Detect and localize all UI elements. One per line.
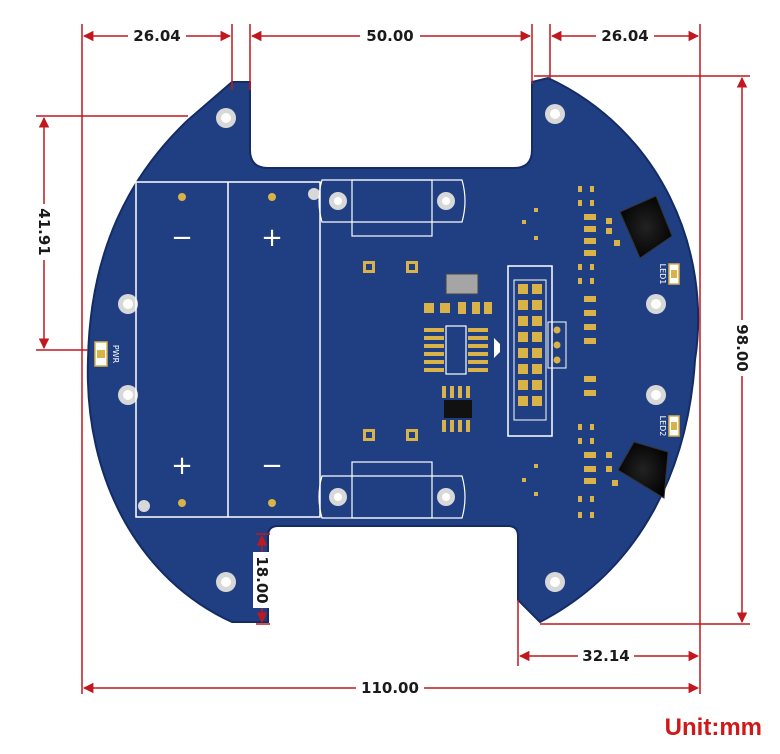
mounting-holes <box>118 104 666 592</box>
dimension-labels: 26.04 50.00 26.04 41.91 98.00 18.00 32.1… <box>35 27 751 697</box>
unit-label: Unit:mm <box>665 714 762 741</box>
led2: LED2 <box>658 415 680 437</box>
battery-holder: − + + − <box>135 181 321 518</box>
ir-sensor-bottom <box>606 441 669 499</box>
mounting-hole <box>216 108 236 128</box>
dim-left-height: 41.91 <box>35 208 53 255</box>
led2-label: LED2 <box>658 416 667 437</box>
motor-connector-bottom <box>318 461 466 519</box>
mounting-hole <box>646 294 666 314</box>
mounting-hole <box>118 385 138 405</box>
dim-right-height: 98.00 <box>733 324 751 371</box>
dim-bottom-slot: 18.00 <box>253 556 271 603</box>
led1: LED1 <box>658 263 680 285</box>
dim-bottom-right: 32.14 <box>582 647 629 665</box>
pin-header <box>507 265 567 437</box>
battery-minus-top: − <box>171 223 193 253</box>
mounting-hole <box>437 192 455 210</box>
pwr-label: PWR <box>111 345 120 364</box>
dim-total-width: 110.00 <box>361 679 419 697</box>
pcb-board <box>86 76 700 624</box>
mounting-hole <box>216 572 236 592</box>
battery-minus-bottom: − <box>261 451 283 481</box>
regulator-ic <box>440 386 472 432</box>
dim-top-slot: 50.00 <box>366 27 413 45</box>
mounting-hole <box>329 192 347 210</box>
battery-plus-bottom: + <box>171 451 193 481</box>
ir-sensor-top <box>606 195 673 259</box>
mounting-hole <box>437 488 455 506</box>
mounting-hole <box>329 488 347 506</box>
motor-connector-top <box>318 179 466 237</box>
dim-top-left: 26.04 <box>133 27 180 45</box>
mounting-hole <box>545 572 565 592</box>
driver-ic <box>424 273 500 375</box>
led1-label: LED1 <box>658 264 667 285</box>
battery-plus-top: + <box>261 223 283 253</box>
smd-components-right <box>522 186 596 518</box>
mounting-hole <box>545 104 565 124</box>
mounting-hole <box>646 385 666 405</box>
pwr-led: PWR <box>94 341 120 367</box>
mounting-hole <box>118 294 138 314</box>
dim-top-right: 26.04 <box>601 27 648 45</box>
smd-pads <box>363 261 418 441</box>
